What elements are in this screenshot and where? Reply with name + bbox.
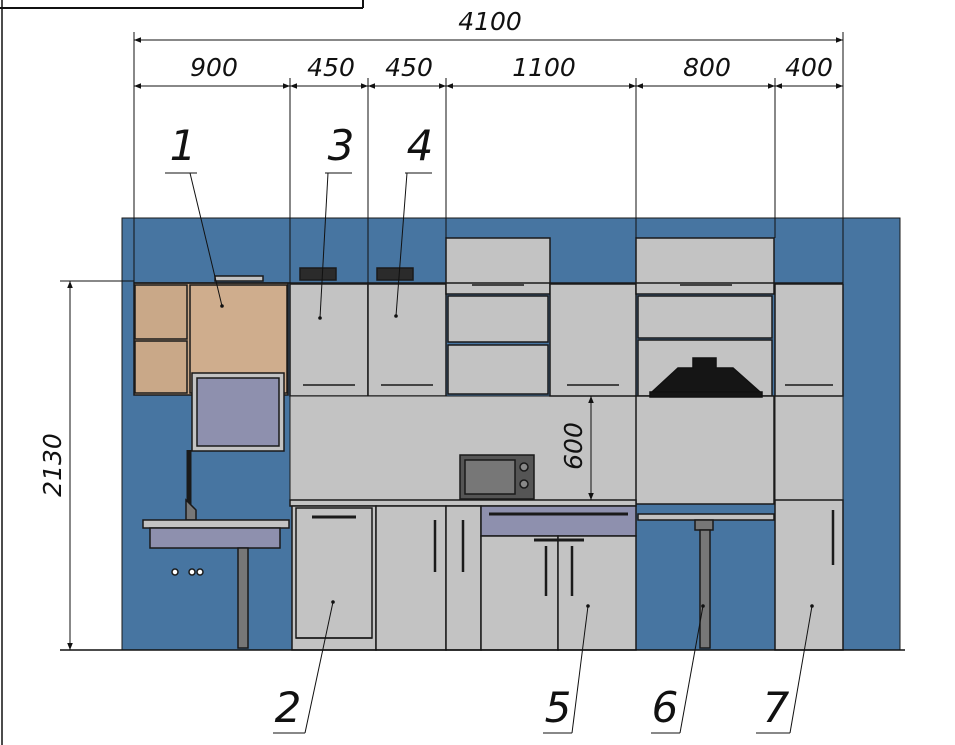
dimension-segment-label: 400 xyxy=(785,53,833,82)
dimension-gap-label: 600 xyxy=(559,422,588,470)
callout-label-7: 7 xyxy=(763,683,790,732)
callout-label-5: 5 xyxy=(545,683,572,732)
dimension-height: 2130 xyxy=(38,281,73,650)
dimension-segment-label: 900 xyxy=(190,53,238,82)
callout-label-6: 6 xyxy=(652,683,679,732)
module-2-base-unit xyxy=(291,505,377,651)
dimension-gap: 600 xyxy=(559,396,594,500)
callout-leaders xyxy=(165,172,813,734)
extension-lines xyxy=(60,32,844,283)
dimension-segment-label: 450 xyxy=(385,53,433,82)
module-6-table xyxy=(637,513,775,649)
glass-lift-door xyxy=(191,372,285,452)
title-block-frame xyxy=(0,0,364,745)
microwave xyxy=(459,454,535,500)
module-5-base-unit xyxy=(480,505,637,651)
callout-dots xyxy=(220,304,814,608)
sink-unit xyxy=(142,450,290,649)
callout-label-1: 1 xyxy=(170,121,197,170)
dimension-segment-label: 800 xyxy=(683,53,731,82)
callout-label-2: 2 xyxy=(275,683,302,732)
base-cabinet-doors xyxy=(375,505,482,651)
dimension-overall: 4100 xyxy=(134,7,843,43)
dimension-height-label: 2130 xyxy=(38,433,67,497)
callout-label-4: 4 xyxy=(407,121,434,170)
dimension-segment-label: 1100 xyxy=(512,53,576,82)
extractor-hood xyxy=(649,357,763,398)
callout-label-3: 3 xyxy=(328,121,355,170)
backsplash-lower xyxy=(774,395,844,501)
upper-cabinets-center xyxy=(445,237,637,397)
dimension-segment-label: 450 xyxy=(307,53,355,82)
countertop xyxy=(289,499,637,507)
dimension-overall-label: 4100 xyxy=(458,7,522,36)
